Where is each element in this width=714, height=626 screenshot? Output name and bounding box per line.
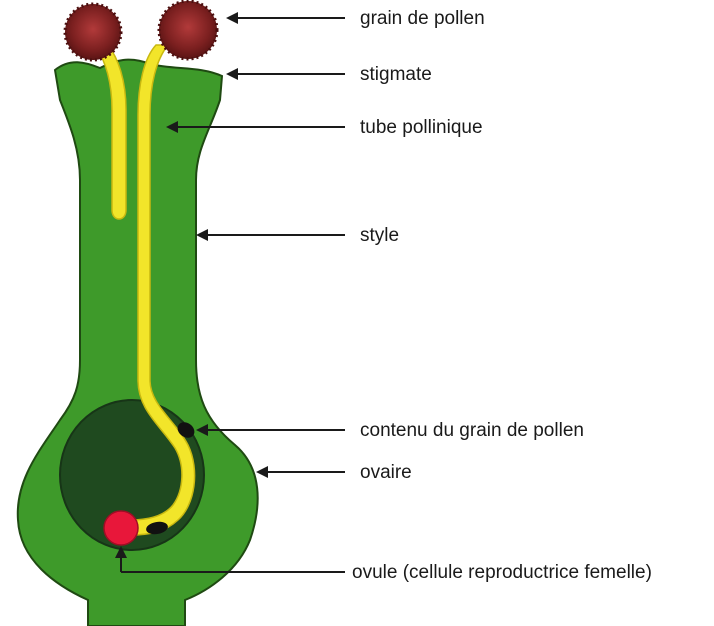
pollen-grain-left [65,4,121,60]
arrow-pollen-grain [226,12,345,24]
label-stigma: stigmate [360,64,432,85]
label-ovule: ovule (cellule reproductrice femelle) [352,562,652,583]
label-pollen-tube: tube pollinique [360,117,483,138]
label-pollen-grain: grain de pollen [360,8,485,29]
arrow-style [196,229,345,241]
label-style: style [360,225,399,246]
pollen-grain-right [159,1,217,59]
ovule [104,511,138,545]
arrow-stigma [226,68,345,80]
label-pollen-contents: contenu du grain de pollen [360,420,584,441]
label-ovary: ovaire [360,462,412,483]
arrow-ovary [256,466,345,478]
